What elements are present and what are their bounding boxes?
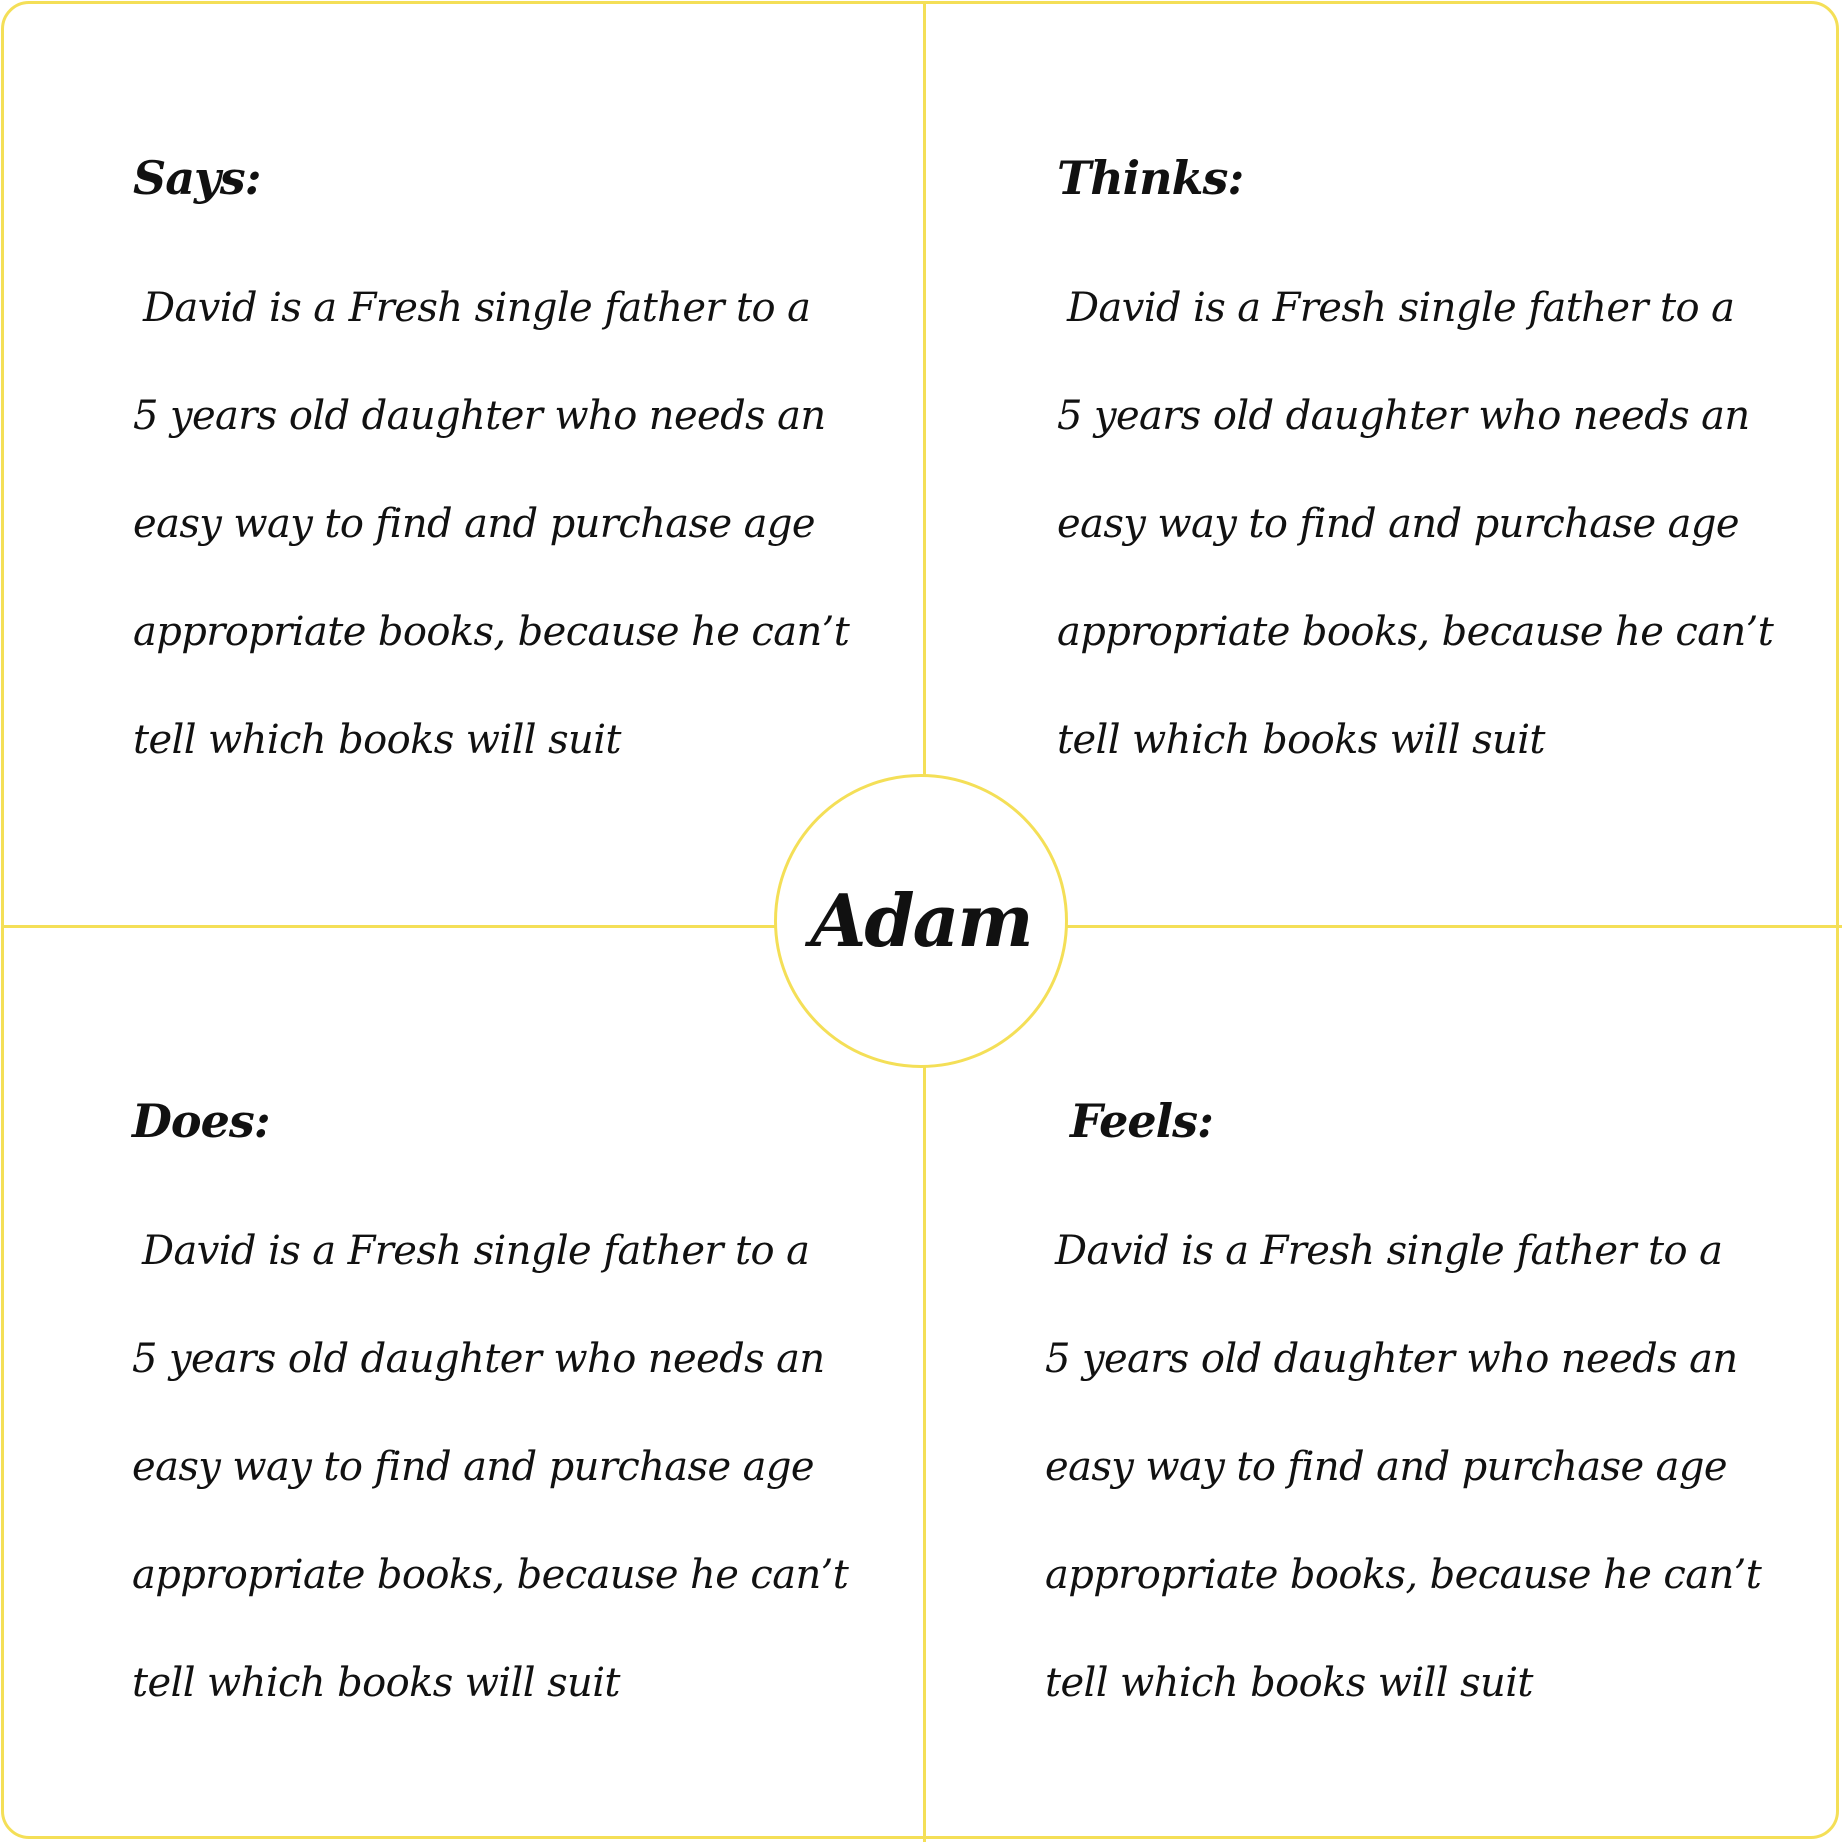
quadrant-text-does: David is a Fresh single father to a 5 ye…: [132, 1197, 849, 1737]
quadrant-title-says: Says:: [133, 151, 262, 205]
persona-name: Adam: [810, 878, 1033, 963]
does-line-5: tell which books will suit: [132, 1660, 620, 1706]
feels-line-2: 5 years old daughter who needs an: [1045, 1336, 1738, 1382]
says-line-2: 5 years old daughter who needs an: [133, 393, 826, 439]
quadrant-title-does: Does:: [132, 1094, 271, 1148]
quadrant-title-feels: Feels:: [1070, 1094, 1214, 1148]
thinks-line-4: appropriate books, because he can’t: [1057, 609, 1774, 655]
quadrant-text-thinks: David is a Fresh single father to a 5 ye…: [1057, 254, 1774, 794]
quadrant-title-thinks: Thinks:: [1057, 151, 1244, 205]
thinks-line-5: tell which books will suit: [1057, 717, 1545, 763]
does-line-2: 5 years old daughter who needs an: [132, 1336, 825, 1382]
feels-line-1: David is a Fresh single father to a: [1055, 1228, 1723, 1274]
quadrant-text-feels: David is a Fresh single father to a 5 ye…: [1045, 1197, 1762, 1737]
feels-line-4: appropriate books, because he can’t: [1045, 1552, 1762, 1598]
feels-line-3: easy way to find and purchase age: [1045, 1444, 1728, 1490]
says-line-3: easy way to find and purchase age: [133, 501, 816, 547]
thinks-line-3: easy way to find and purchase age: [1057, 501, 1740, 547]
quadrant-does: Does: David is a Fresh single father to …: [132, 1093, 849, 1737]
persona-circle: Adam: [774, 774, 1068, 1068]
does-line-1: David is a Fresh single father to a: [142, 1228, 810, 1274]
does-line-3: easy way to find and purchase age: [132, 1444, 815, 1490]
thinks-line-2: 5 years old daughter who needs an: [1057, 393, 1750, 439]
quadrant-text-says: David is a Fresh single father to a 5 ye…: [133, 254, 850, 794]
says-line-1: David is a Fresh single father to a: [143, 285, 811, 331]
says-line-5: tell which books will suit: [133, 717, 621, 763]
quadrant-thinks: Thinks: David is a Fresh single father t…: [1057, 150, 1774, 794]
does-line-4: appropriate books, because he can’t: [132, 1552, 849, 1598]
quadrant-feels: Feels: David is a Fresh single father to…: [1045, 1093, 1762, 1737]
thinks-line-1: David is a Fresh single father to a: [1067, 285, 1735, 331]
feels-line-5: tell which books will suit: [1045, 1660, 1533, 1706]
quadrant-says: Says: David is a Fresh single father to …: [133, 150, 850, 794]
says-line-4: appropriate books, because he can’t: [133, 609, 850, 655]
